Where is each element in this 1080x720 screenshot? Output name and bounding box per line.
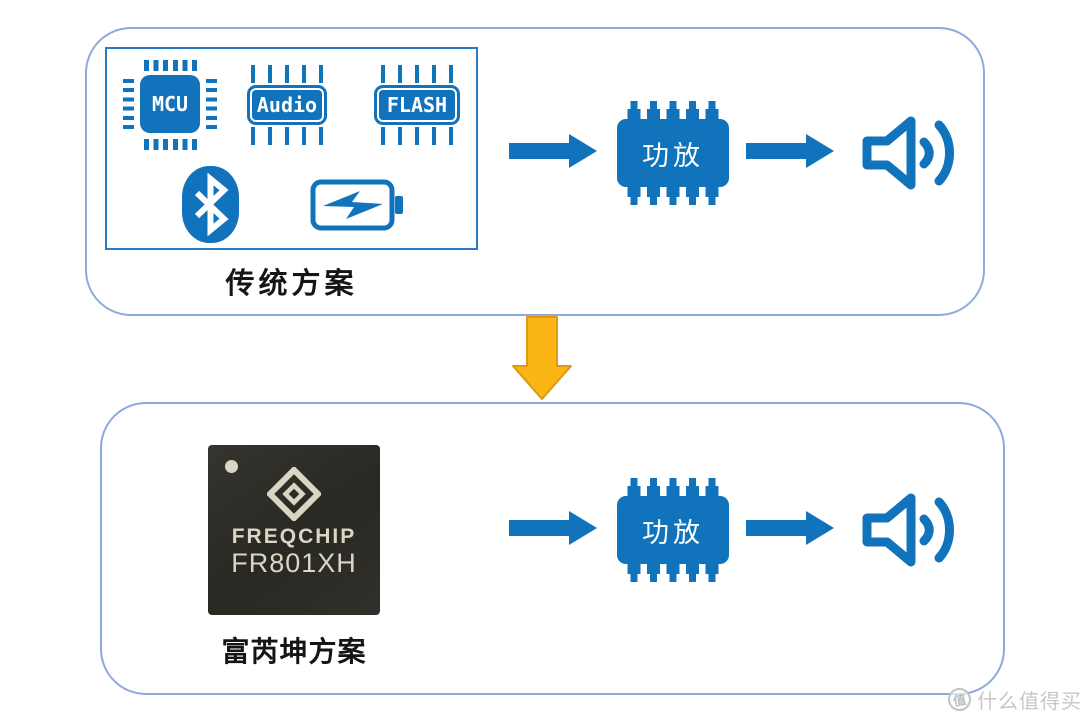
audio-label: Audio <box>256 93 318 117</box>
chip-pins <box>627 563 719 582</box>
chip-pins <box>381 127 453 145</box>
audio-chip-icon: Audio <box>247 65 327 145</box>
amplifier-chip-icon: 功放 <box>616 101 730 205</box>
speaker-sound-icon <box>860 111 966 195</box>
amplifier-chip-icon: 功放 <box>616 478 730 582</box>
chip-pins <box>251 127 323 145</box>
speaker-sound-icon <box>860 488 966 572</box>
chip-pins <box>144 60 197 71</box>
mcu-chip-icon: MCU <box>123 60 217 150</box>
chip-pins <box>251 65 323 83</box>
bluetooth-icon <box>182 166 239 243</box>
chip-model-text: FR801XH <box>231 548 357 578</box>
chip-brand-text: FREQCHIP <box>231 525 357 548</box>
chip-pins <box>627 478 719 497</box>
battery-charging-icon <box>310 177 404 233</box>
flash-chip-icon: FLASH <box>374 65 460 145</box>
chip-pins <box>381 65 453 83</box>
chip-pins <box>627 186 719 205</box>
mcu-label: MCU <box>151 92 189 116</box>
chip-pins <box>123 79 134 130</box>
pin1-marker-dot <box>225 460 238 473</box>
chip-pins <box>627 101 719 120</box>
flash-label: FLASH <box>386 93 448 117</box>
chip-pins <box>206 79 217 130</box>
smzdm-watermark: 值 什么值得买 <box>946 685 1080 714</box>
freqchip-solution-label: 富芮坤方案 <box>221 636 367 667</box>
traditional-solution-label: 传统方案 <box>225 268 358 300</box>
chip-pins <box>144 139 197 150</box>
smzdm-logo-icon: 值 <box>946 686 973 713</box>
arrow-right-icon <box>746 510 834 546</box>
arrow-right-icon <box>746 133 834 169</box>
arrow-right-icon <box>509 510 597 546</box>
arrow-down-icon <box>511 316 573 401</box>
arrow-right-icon <box>509 133 597 169</box>
watermark-text: 什么值得买 <box>977 691 1080 713</box>
fr801xh-chip-image: FREQCHIP FR801XH <box>208 445 380 615</box>
freqchip-logo-icon <box>267 467 321 521</box>
amp-label: 功放 <box>642 140 704 171</box>
amp-label: 功放 <box>642 517 704 548</box>
